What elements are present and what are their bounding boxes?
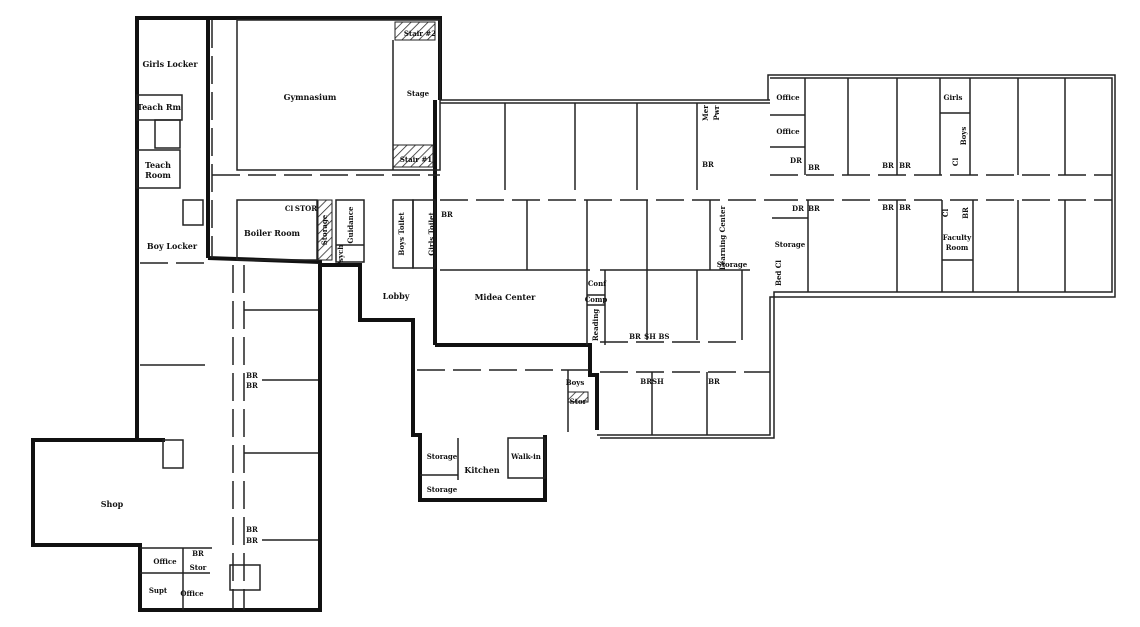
label-boys: Boys <box>959 127 968 146</box>
label-storage: Storage <box>427 452 458 461</box>
label-boys: Boys <box>566 378 585 387</box>
room-labels: Girls Locker Teach Rm Teach Room Boy Loc… <box>101 29 972 598</box>
label-bed-cl: Bed Cl <box>774 260 783 286</box>
label-br: BR <box>899 161 911 170</box>
exterior-walls <box>31 16 1116 612</box>
label-br: BR <box>629 332 641 341</box>
label-faculty-room: Faculty <box>943 233 972 242</box>
label-teach-room: Room <box>145 170 171 180</box>
label-br: BR <box>702 160 714 169</box>
label-dr: DR <box>792 204 804 213</box>
label-cl: Cl <box>951 158 960 167</box>
label-storage: Storage <box>775 240 806 249</box>
label-shop: Shop <box>101 499 124 509</box>
label-office: Office <box>776 127 800 136</box>
interior-walls <box>136 19 1112 610</box>
label-office: Office <box>180 589 204 598</box>
label-storage: Storage <box>320 214 329 245</box>
label-gymnasium: Gymnasium <box>284 92 337 102</box>
label-boy-locker: Boy Locker <box>147 241 198 251</box>
stair-2-hatch <box>394 21 436 41</box>
label-stair-1: Stair #1 <box>400 155 432 164</box>
label-br: BR <box>441 210 453 219</box>
label-faculty-room: Room <box>946 243 969 252</box>
label-girls: Girls <box>944 93 963 102</box>
label-office: Office <box>776 93 800 102</box>
label-stair-2: Stair #2 <box>404 29 436 38</box>
label-office: Office <box>153 557 177 566</box>
label-stor: Stor <box>570 397 587 406</box>
label-girls-locker: Girls Locker <box>142 59 198 69</box>
label-br: BR <box>246 536 258 545</box>
label-br: BR <box>882 203 894 212</box>
label-boiler-room: Boiler Room <box>244 228 301 238</box>
stairs <box>162 439 184 469</box>
label-cl: Cl <box>285 204 294 213</box>
label-storage: Storage <box>427 485 458 494</box>
label-stor: STOR <box>295 204 317 213</box>
label-storage: Storage <box>717 260 748 269</box>
label-br: BR <box>808 163 820 172</box>
label-learning-center: Learning Center <box>718 206 727 271</box>
label-conf: Conf <box>588 279 607 288</box>
label-teach-rm: Teach Rm <box>137 102 181 112</box>
label-comp: Comp <box>585 295 608 304</box>
label-psych: Psych <box>336 245 345 268</box>
label-kitchen: Kitchen <box>464 465 499 475</box>
label-lobby: Lobby <box>383 291 410 301</box>
label-br: BR <box>899 203 911 212</box>
label-teach-room: Teach <box>145 160 171 170</box>
label-br: BR <box>882 161 894 170</box>
label-br: BR <box>246 371 258 380</box>
label-reading: Reading <box>591 309 600 341</box>
label-br: BR <box>808 204 820 213</box>
label-walk-in: Walk-in <box>510 452 541 461</box>
label-br: BR <box>708 377 720 386</box>
label-br: BR <box>192 549 204 558</box>
label-br-sh: BRSH <box>640 377 664 386</box>
label-guidance: Guidance <box>346 206 355 244</box>
label-sh: SH <box>644 332 656 341</box>
label-pwr: Pwr <box>712 105 721 120</box>
label-stage: Stage <box>407 89 430 98</box>
label-media-center: Midea Center <box>475 292 537 302</box>
label-cl: Cl <box>941 209 950 218</box>
label-girls-toilet: Girls Toilet <box>427 212 436 256</box>
label-br: BR <box>961 207 970 219</box>
label-bs: BS <box>659 332 670 341</box>
label-dr: DR <box>790 156 802 165</box>
label-supt: Supt <box>149 586 168 595</box>
label-mer: Mer <box>701 105 710 121</box>
label-br: BR <box>246 525 258 534</box>
label-boys-toilet: Boys Toilet <box>397 212 406 256</box>
label-stor: Stor <box>190 563 207 572</box>
label-br: BR <box>246 381 258 390</box>
